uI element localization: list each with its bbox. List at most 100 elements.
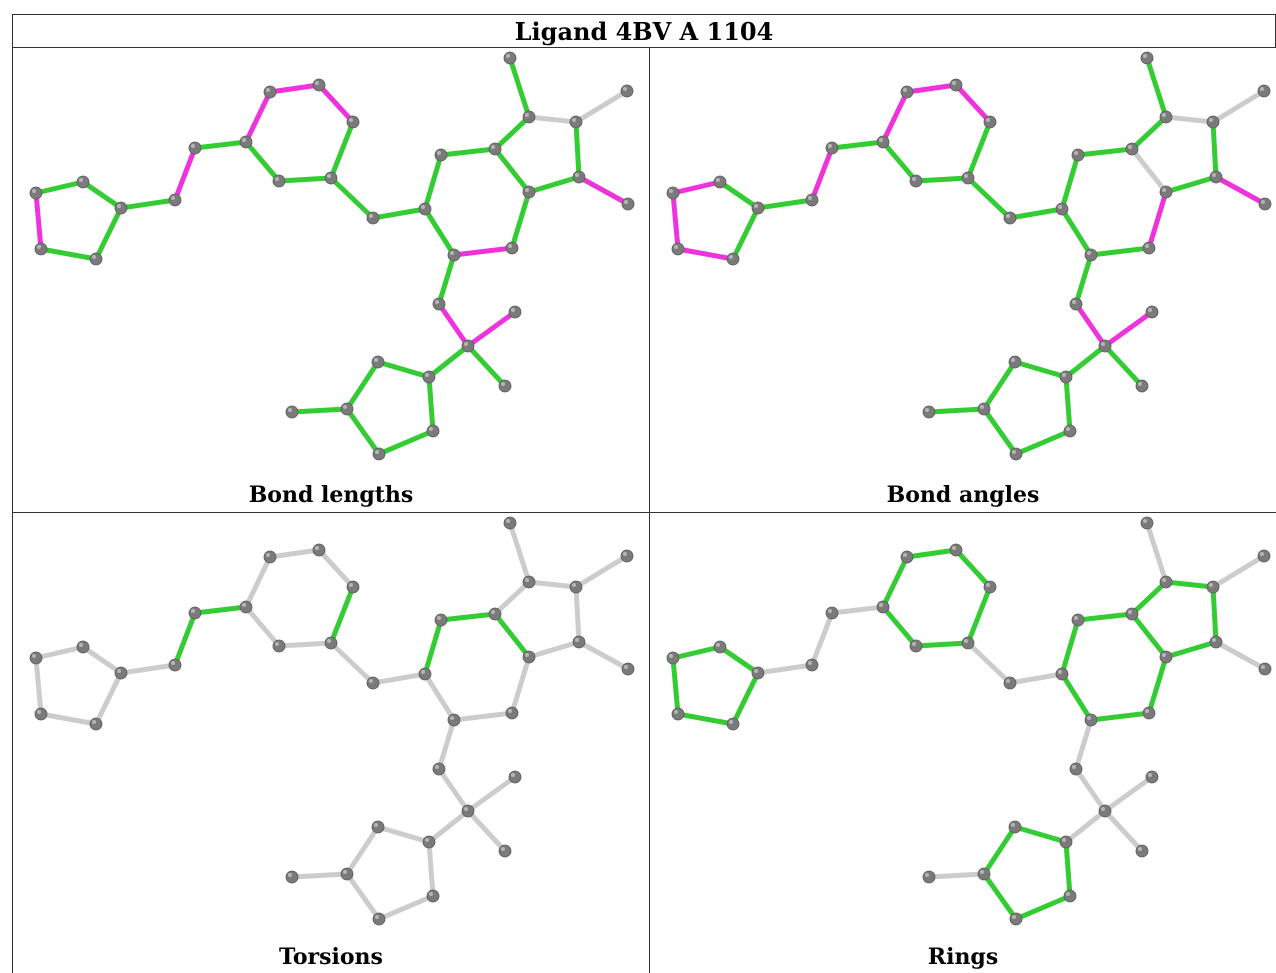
bond-19-26 xyxy=(436,252,457,307)
atom-3 xyxy=(89,252,103,266)
atom-highlight-0 xyxy=(669,189,673,193)
bond-19-14 xyxy=(1059,206,1094,258)
bond-34-35 xyxy=(289,406,350,415)
atom-highlight-17 xyxy=(1162,188,1166,192)
atom-16 xyxy=(488,142,502,156)
atom-highlight-32 xyxy=(429,892,433,896)
atom-8 xyxy=(900,550,914,564)
bond-21-23 xyxy=(1210,584,1219,645)
atom-highlight-4 xyxy=(37,245,41,249)
atom-9 xyxy=(312,78,326,92)
bond-27-29 xyxy=(1102,808,1145,854)
atom-highlight-14 xyxy=(1058,205,1062,209)
bond-3-4 xyxy=(675,246,736,262)
atom-highlight-3 xyxy=(92,255,96,259)
bond-15-16 xyxy=(438,611,498,623)
atom-22 xyxy=(620,84,634,98)
atom-highlight-19 xyxy=(1087,716,1091,720)
bond-7-8 xyxy=(243,89,273,145)
atom-27 xyxy=(1098,804,1112,818)
bond-12-7 xyxy=(880,604,919,649)
atom-highlight-17 xyxy=(1162,653,1166,657)
bond-4-0 xyxy=(670,655,681,717)
bond-18-19 xyxy=(1088,710,1152,723)
atom-highlight-32 xyxy=(1066,892,1070,896)
bond-27-28 xyxy=(1102,309,1155,349)
bond-18-19 xyxy=(451,245,515,258)
atom-13 xyxy=(366,211,380,225)
atom-highlight-13 xyxy=(369,214,373,218)
bond-16-20 xyxy=(492,114,532,152)
bond-8-9 xyxy=(267,547,322,560)
bond-19-14 xyxy=(1059,671,1094,723)
atom-30 xyxy=(371,820,385,834)
atom-29 xyxy=(1135,379,1149,393)
atom-highlight-12 xyxy=(275,177,279,181)
atom-highlight-1 xyxy=(716,178,720,182)
atom-5 xyxy=(168,658,182,672)
atom-17 xyxy=(522,650,536,664)
atom-30 xyxy=(1008,355,1022,369)
bond-27-29 xyxy=(465,808,508,854)
atom-highlight-7 xyxy=(879,603,883,607)
atom-highlight-33 xyxy=(375,915,379,919)
atom-highlight-34 xyxy=(980,405,984,409)
bond-15-16 xyxy=(438,146,498,158)
atom-27 xyxy=(461,339,475,353)
atom-highlight-23 xyxy=(575,638,579,642)
atom-highlight-27 xyxy=(1101,342,1105,346)
atom-22 xyxy=(1257,84,1271,98)
atom-25 xyxy=(1140,516,1154,530)
atom-highlight-27 xyxy=(1101,807,1105,811)
bond-9-10 xyxy=(316,547,356,590)
atom-highlight-30 xyxy=(374,358,378,362)
atom-19 xyxy=(1084,248,1098,262)
atom-highlight-10 xyxy=(986,583,990,587)
atom-19 xyxy=(447,248,461,262)
atom-highlight-29 xyxy=(501,382,505,386)
atom-15 xyxy=(434,148,448,162)
bond-23-17 xyxy=(526,639,582,660)
atom-highlight-0 xyxy=(32,189,36,193)
atom-17 xyxy=(1159,185,1173,199)
bond-17-18 xyxy=(509,654,532,716)
atom-highlight-21 xyxy=(1209,583,1213,587)
atom-highlight-6 xyxy=(828,144,832,148)
atom-highlight-24 xyxy=(624,665,628,669)
atom-highlight-15 xyxy=(437,151,441,155)
atom-12 xyxy=(909,174,923,188)
atom-highlight-29 xyxy=(1138,382,1142,386)
atom-26 xyxy=(432,762,446,776)
bond-4-0 xyxy=(670,190,681,252)
bond-27-29 xyxy=(465,343,508,389)
atom-highlight-15 xyxy=(1074,151,1078,155)
bond-3-4 xyxy=(38,711,99,727)
bond-27-29 xyxy=(1102,343,1145,389)
atom-21 xyxy=(569,115,583,129)
bond-30-34 xyxy=(981,359,1018,412)
atom-highlight-26 xyxy=(1072,300,1076,304)
bond-27-28 xyxy=(465,309,518,349)
atom-3 xyxy=(726,252,740,266)
bond-16-17 xyxy=(492,146,532,195)
atom-15 xyxy=(1071,613,1085,627)
atom-highlight-4 xyxy=(674,710,678,714)
atom-highlight-5 xyxy=(171,661,175,665)
bond-27-31 xyxy=(426,808,471,845)
bond-1-2 xyxy=(80,644,124,676)
atom-highlight-32 xyxy=(429,427,433,431)
bond-34-35 xyxy=(926,871,987,880)
atom-10 xyxy=(983,115,997,129)
atom-9 xyxy=(949,543,963,557)
atom-28 xyxy=(508,770,522,784)
atom-31 xyxy=(422,370,436,384)
bond-20-21 xyxy=(1163,114,1216,125)
atom-highlight-2 xyxy=(754,669,758,673)
bond-2-5 xyxy=(755,197,815,211)
atom-highlight-4 xyxy=(37,710,41,714)
atom-highlight-12 xyxy=(275,642,279,646)
bond-10-11 xyxy=(328,119,356,181)
atom-highlight-16 xyxy=(491,610,495,614)
atom-34 xyxy=(977,402,991,416)
bond-32-31 xyxy=(1063,839,1073,899)
